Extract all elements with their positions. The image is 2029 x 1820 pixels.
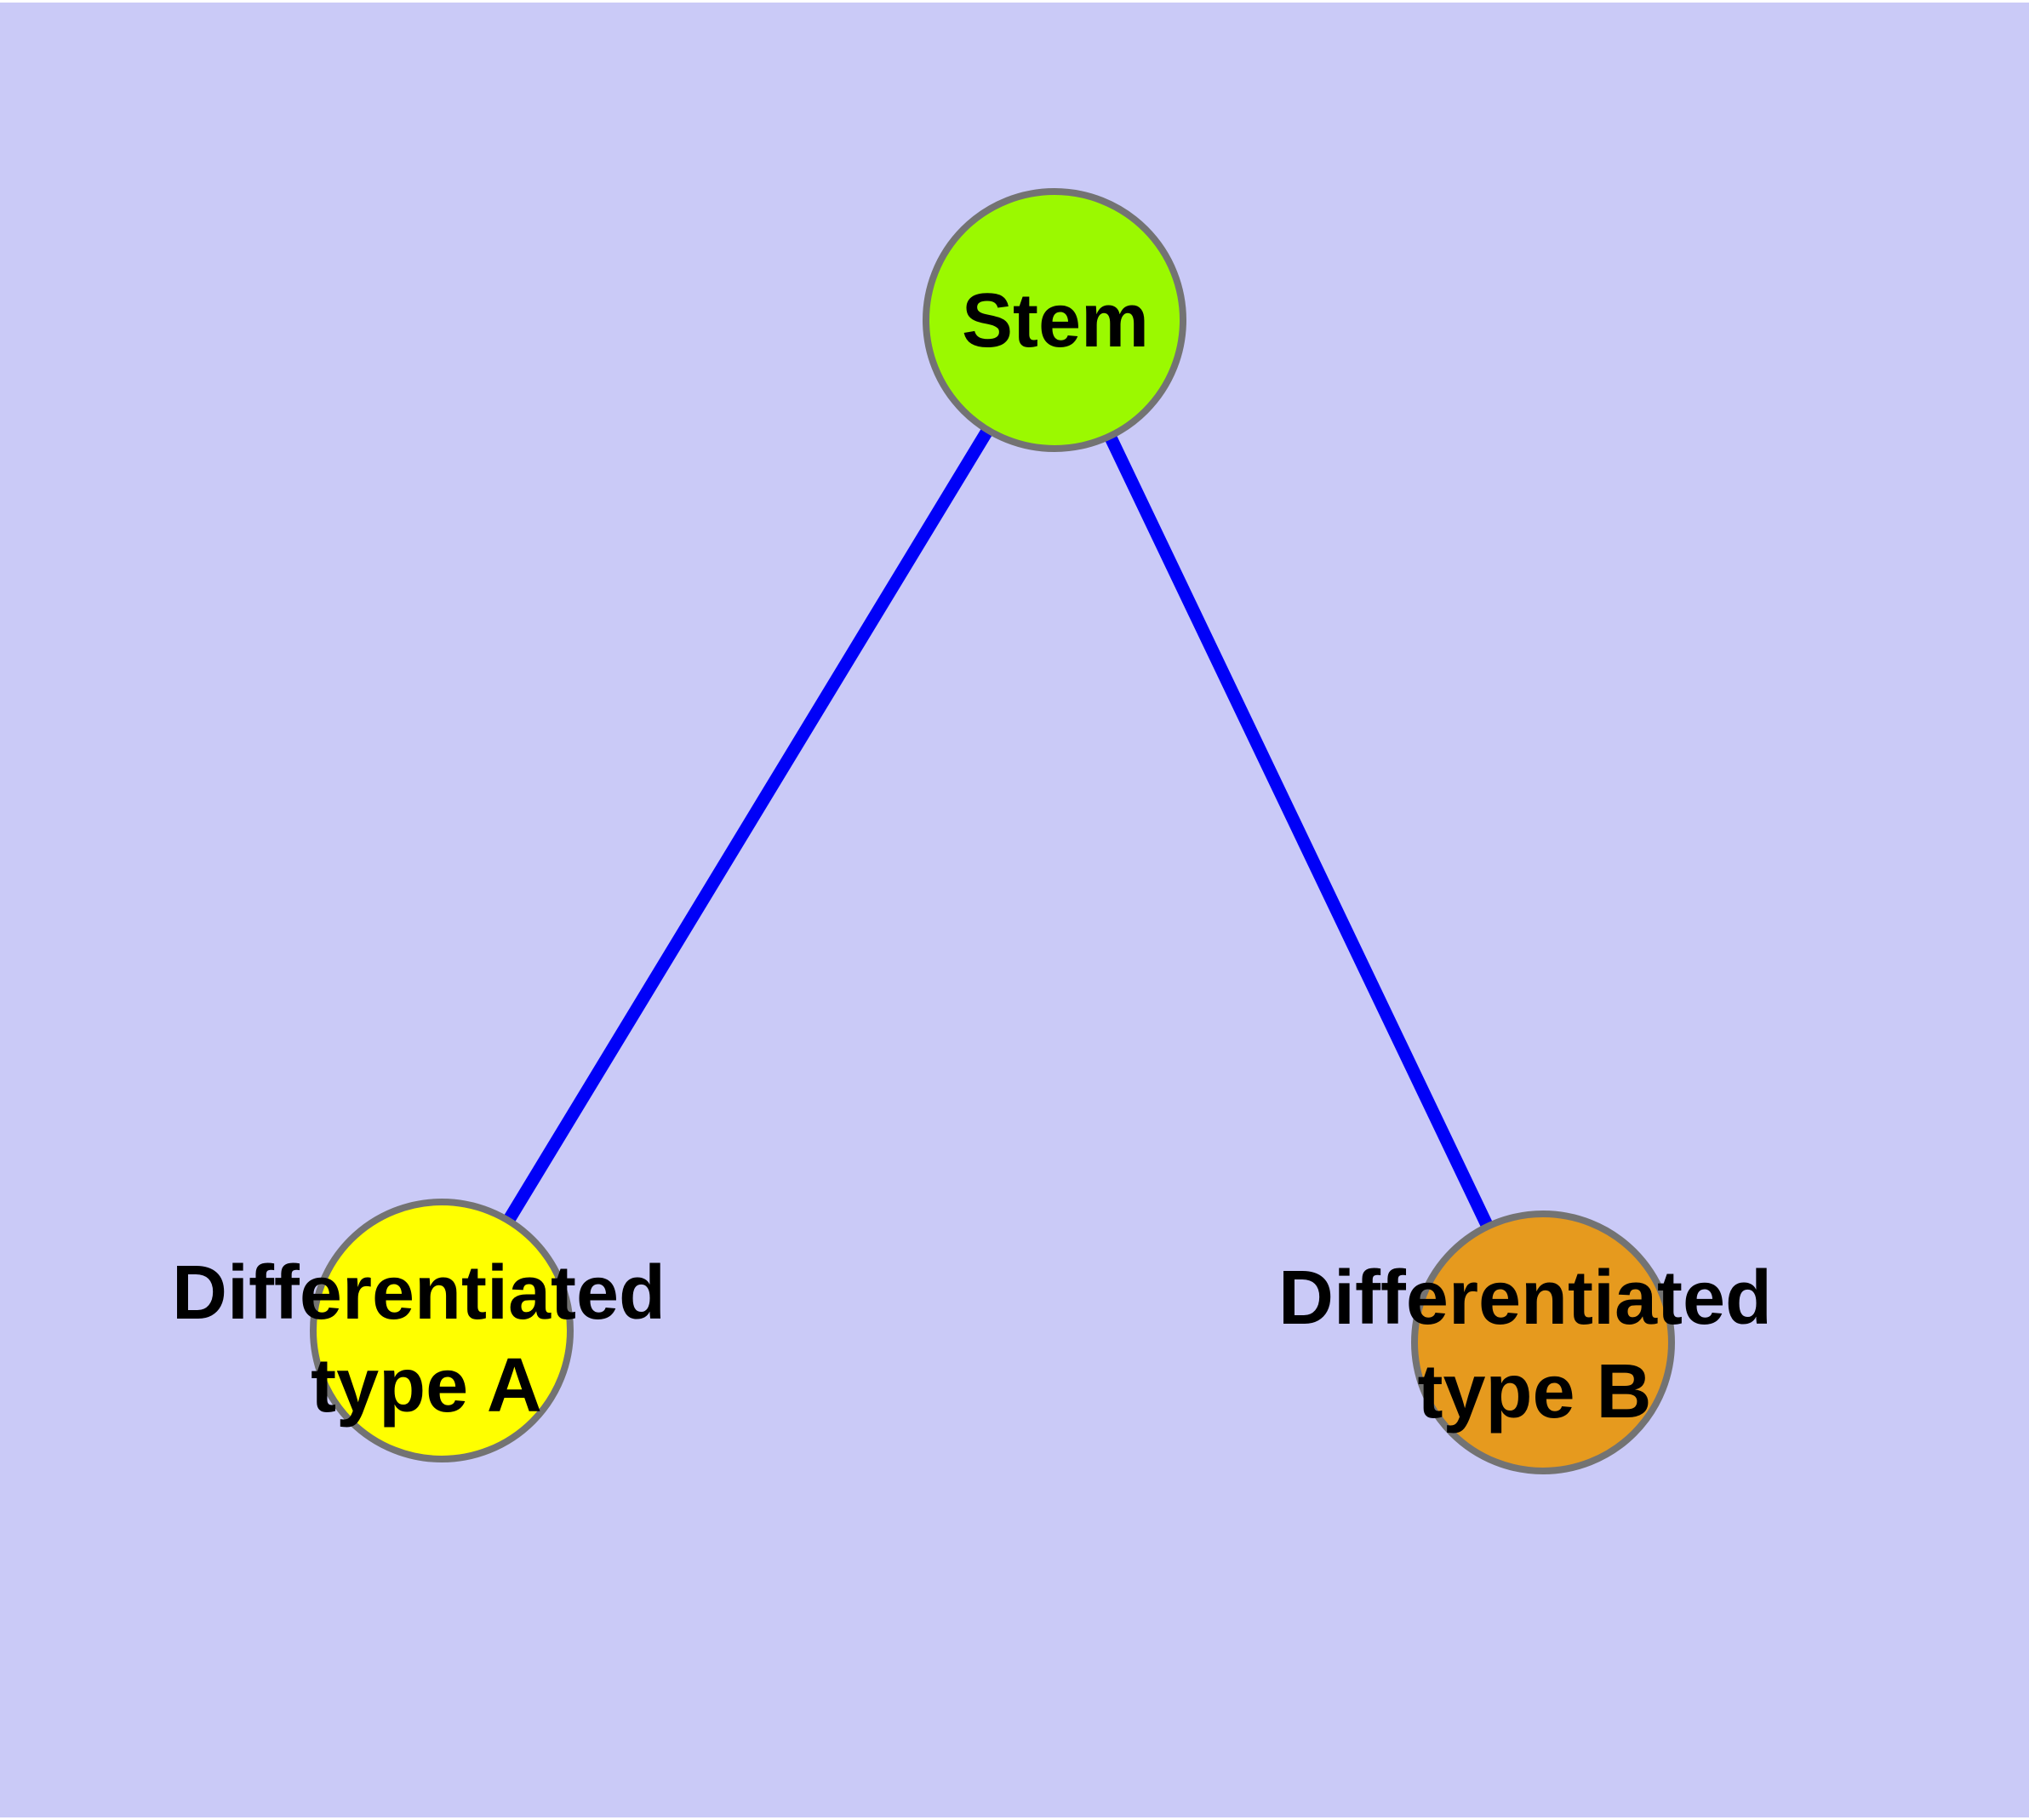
edge-stem-to-type-a — [436, 317, 1060, 1334]
edge-stem-to-type-b — [1049, 317, 1549, 1346]
node-stem-label: Stem — [962, 278, 1149, 363]
node-differentiated-type-b — [1411, 1210, 1675, 1474]
node-stem — [923, 188, 1186, 452]
node-differentiated-type-a — [310, 1199, 574, 1462]
node-type-b-label-line2: type B — [1417, 1349, 1651, 1434]
node-type-b-label-line1: Differentiated — [1278, 1256, 1772, 1341]
node-type-a-label-line1: Differentiated — [172, 1251, 666, 1336]
node-type-a-label-line2: type A — [311, 1343, 542, 1428]
